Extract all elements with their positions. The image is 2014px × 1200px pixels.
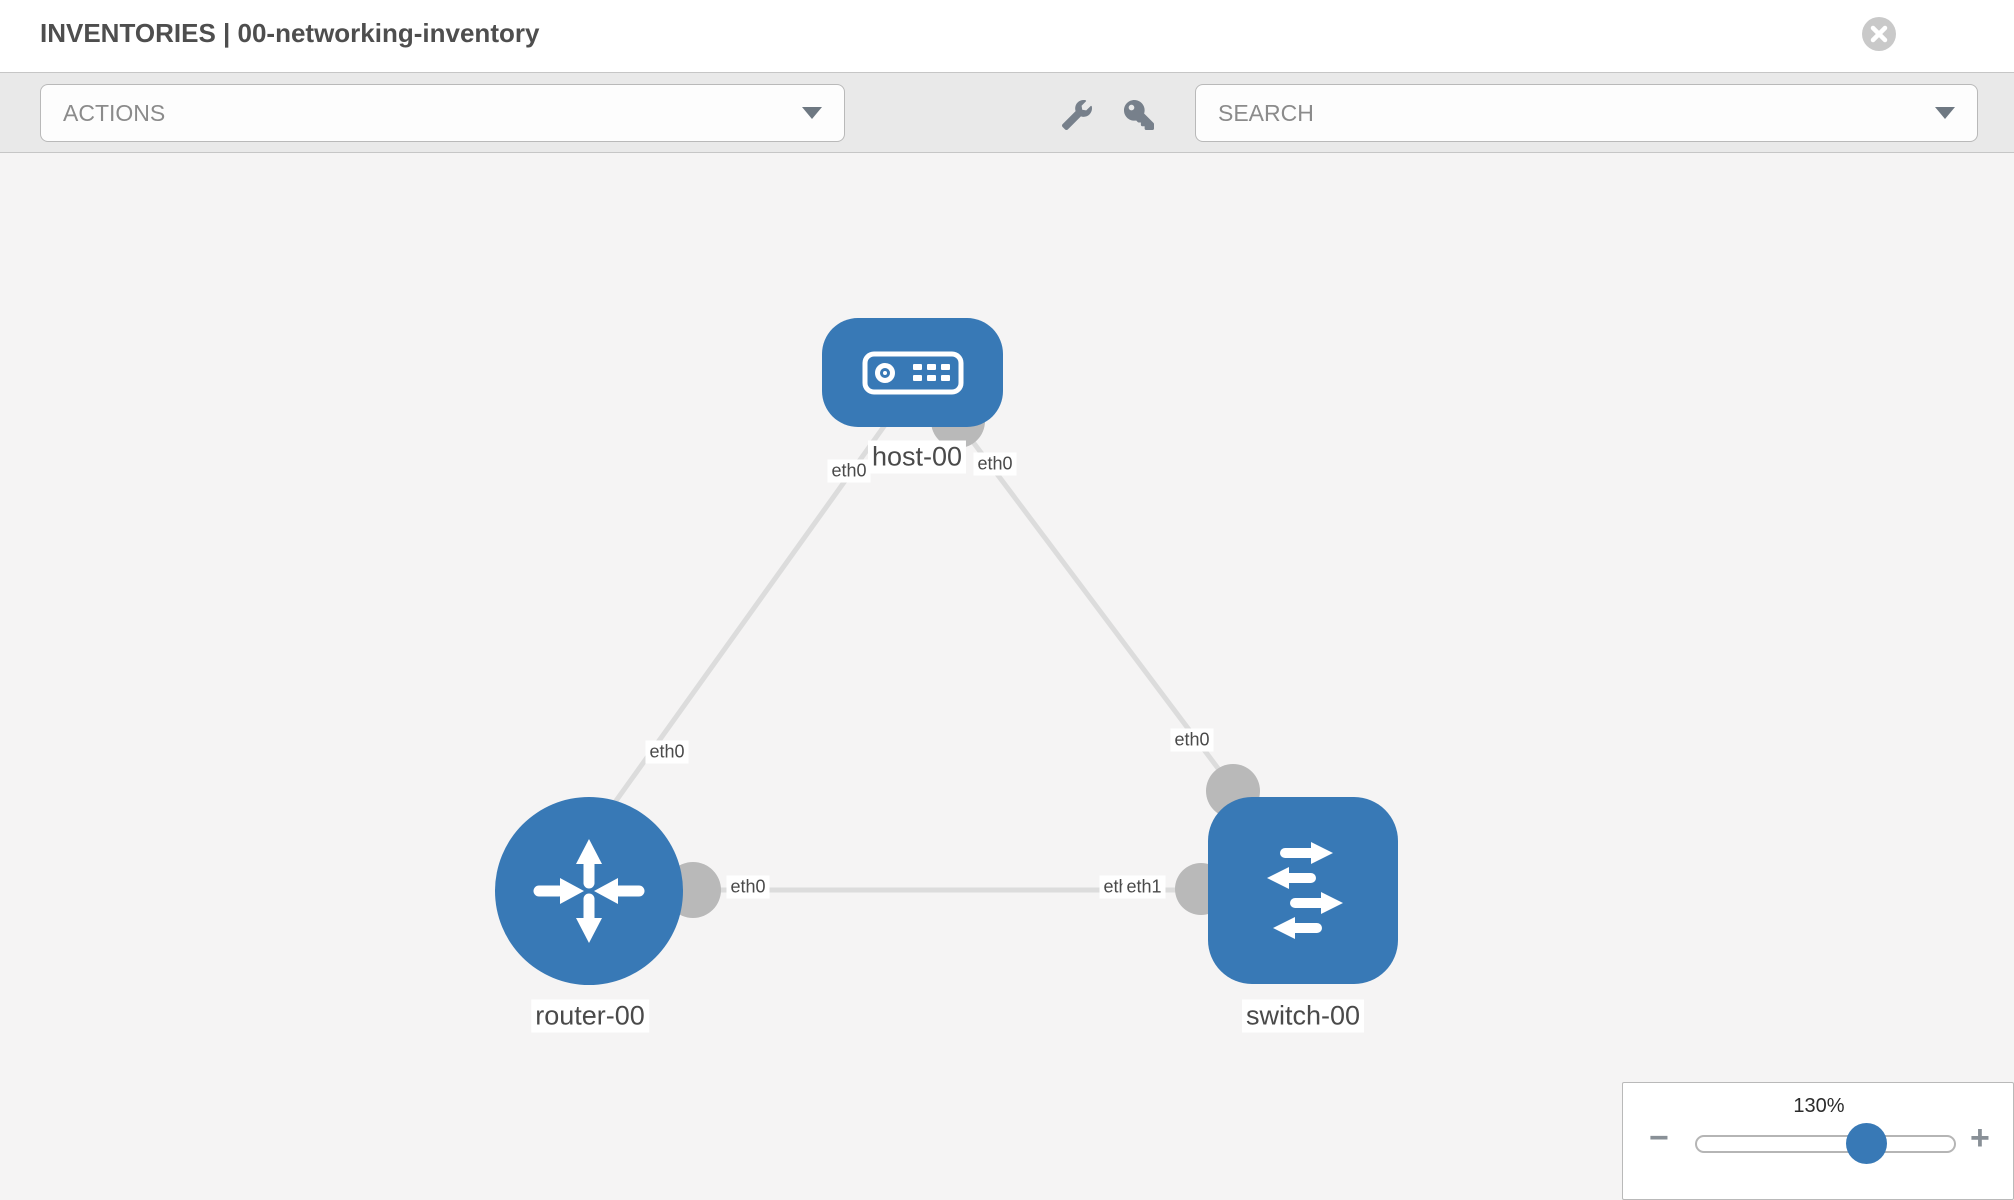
key-icon bbox=[1124, 100, 1154, 130]
switch-icon bbox=[1267, 841, 1343, 939]
zoom-slider-handle[interactable] bbox=[1846, 1123, 1887, 1164]
actions-dropdown[interactable]: ACTIONS bbox=[40, 84, 845, 142]
topology-canvas[interactable]: host-00 router-00 switch-00 eth0 eth0 et… bbox=[0, 153, 2014, 1200]
page-title: INVENTORIES | 00-networking-inventory bbox=[40, 18, 540, 48]
node-label-switch: switch-00 bbox=[1241, 999, 1365, 1033]
node-switch-00[interactable] bbox=[1208, 797, 1398, 984]
host-icon bbox=[862, 351, 963, 394]
actions-dropdown-label: ACTIONS bbox=[63, 99, 166, 126]
zoom-slider-track[interactable] bbox=[1695, 1135, 1956, 1153]
interface-label-router-switch-at-switch-eth1: eth1 bbox=[1122, 875, 1166, 899]
toolbar: ACTIONS SEARCH bbox=[0, 72, 2014, 153]
zoom-out-button[interactable]: − bbox=[1649, 1119, 1669, 1157]
node-router-00[interactable] bbox=[495, 797, 683, 985]
zoom-control-panel: 130% − + bbox=[1622, 1082, 2014, 1200]
node-label-router: router-00 bbox=[531, 999, 649, 1033]
zoom-level-value: 130% bbox=[1793, 1095, 1845, 1117]
node-label-host: host-00 bbox=[867, 440, 967, 474]
router-icon bbox=[533, 839, 645, 943]
interface-label-host-router-at-router: eth0 bbox=[645, 740, 689, 764]
interface-label-host-router-at-host: eth0 bbox=[827, 459, 871, 483]
header-bar: INVENTORIES | 00-networking-inventory bbox=[0, 0, 2014, 72]
search-dropdown-label: SEARCH bbox=[1218, 99, 1314, 126]
search-dropdown[interactable]: SEARCH bbox=[1195, 84, 1978, 142]
chevron-down-icon bbox=[802, 107, 822, 119]
zoom-in-button[interactable]: + bbox=[1970, 1119, 1990, 1157]
close-button[interactable] bbox=[1862, 17, 1896, 51]
interface-label-host-switch-at-host: eth0 bbox=[973, 452, 1017, 476]
interface-label-host-switch-at-switch: eth0 bbox=[1170, 728, 1214, 752]
topology-links bbox=[605, 394, 1260, 918]
node-host-00[interactable] bbox=[822, 318, 1003, 427]
wrench-icon bbox=[1062, 100, 1092, 130]
interface-label-router-switch-at-router: eth0 bbox=[726, 875, 770, 899]
wrench-button[interactable] bbox=[1060, 98, 1094, 132]
chevron-down-icon bbox=[1935, 107, 1955, 119]
key-button[interactable] bbox=[1122, 98, 1156, 132]
close-icon bbox=[1870, 25, 1888, 43]
